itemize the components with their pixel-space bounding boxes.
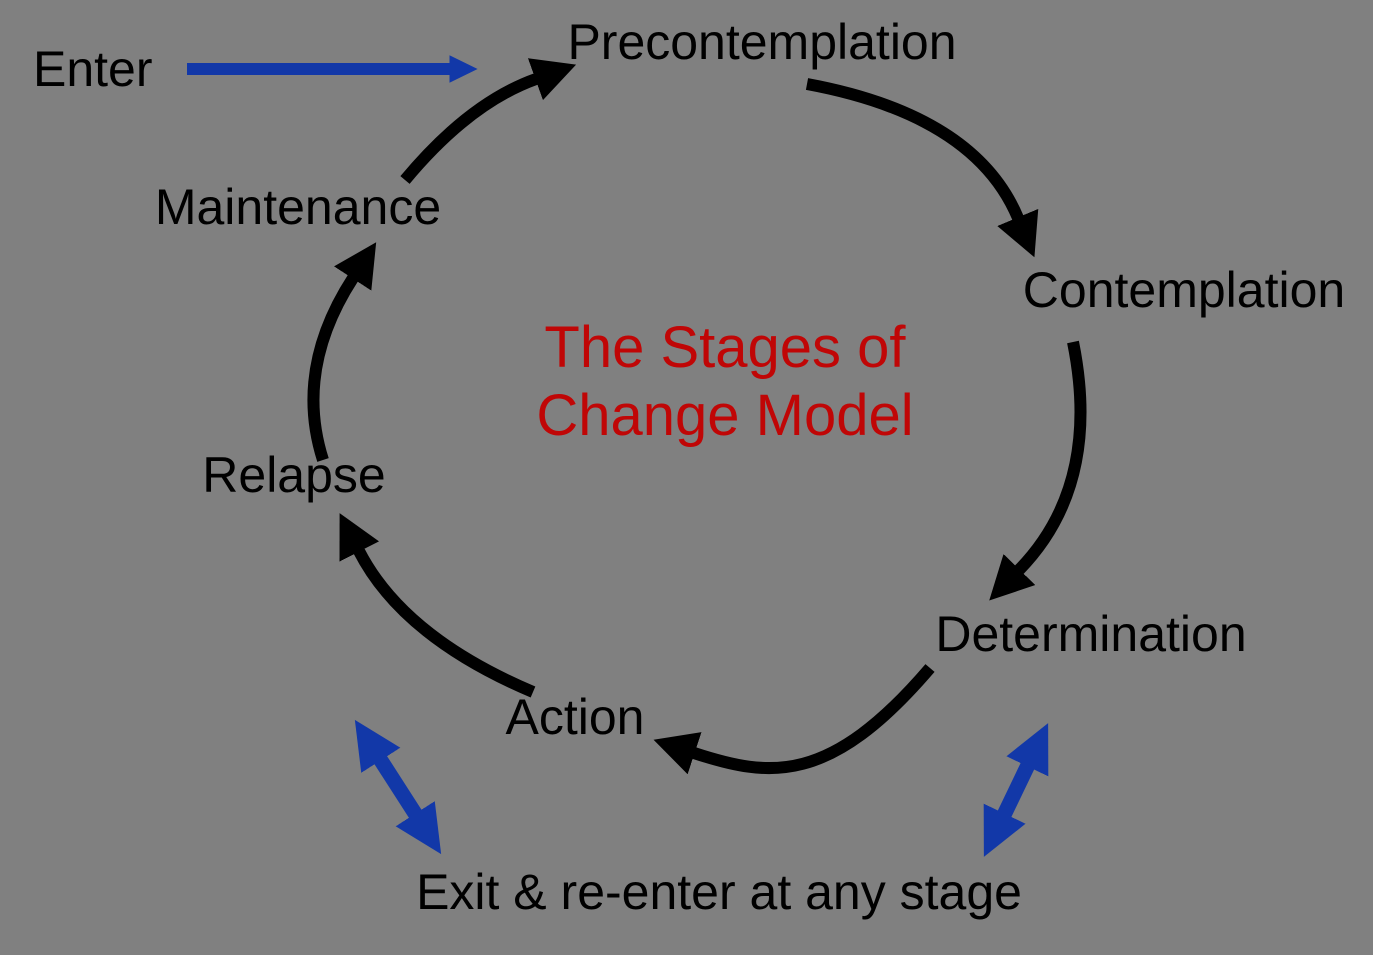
label-relapse: Relapse	[202, 447, 386, 503]
arc-determination-to-action	[653, 664, 935, 775]
label-enter: Enter	[33, 41, 153, 97]
diagram-title: The Stages of Change Model	[536, 314, 913, 450]
arc-contemplation-to-determination	[989, 340, 1087, 601]
arc-relapse-to-maintenance	[307, 242, 377, 462]
diagram-title-line1: The Stages of	[544, 315, 906, 380]
label-exit-reenter: Exit & re-enter at any stage	[416, 864, 1022, 920]
exit-reenter-double-arrow-right	[983, 723, 1049, 857]
label-determination: Determination	[935, 606, 1247, 662]
arc-precontemplation-to-contemplation	[805, 78, 1039, 258]
exit-reenter-double-arrow-left	[354, 719, 442, 855]
diagram-title-line2: Change Model	[536, 382, 914, 448]
label-maintenance: Maintenance	[154, 179, 442, 235]
label-action: Action	[505, 689, 645, 745]
arc-action-to-relapse	[339, 513, 536, 698]
label-precontemplation: Precontemplation	[567, 14, 957, 70]
arc-maintenance-to-precontemplation	[400, 58, 577, 184]
label-contemplation: Contemplation	[1022, 262, 1346, 318]
